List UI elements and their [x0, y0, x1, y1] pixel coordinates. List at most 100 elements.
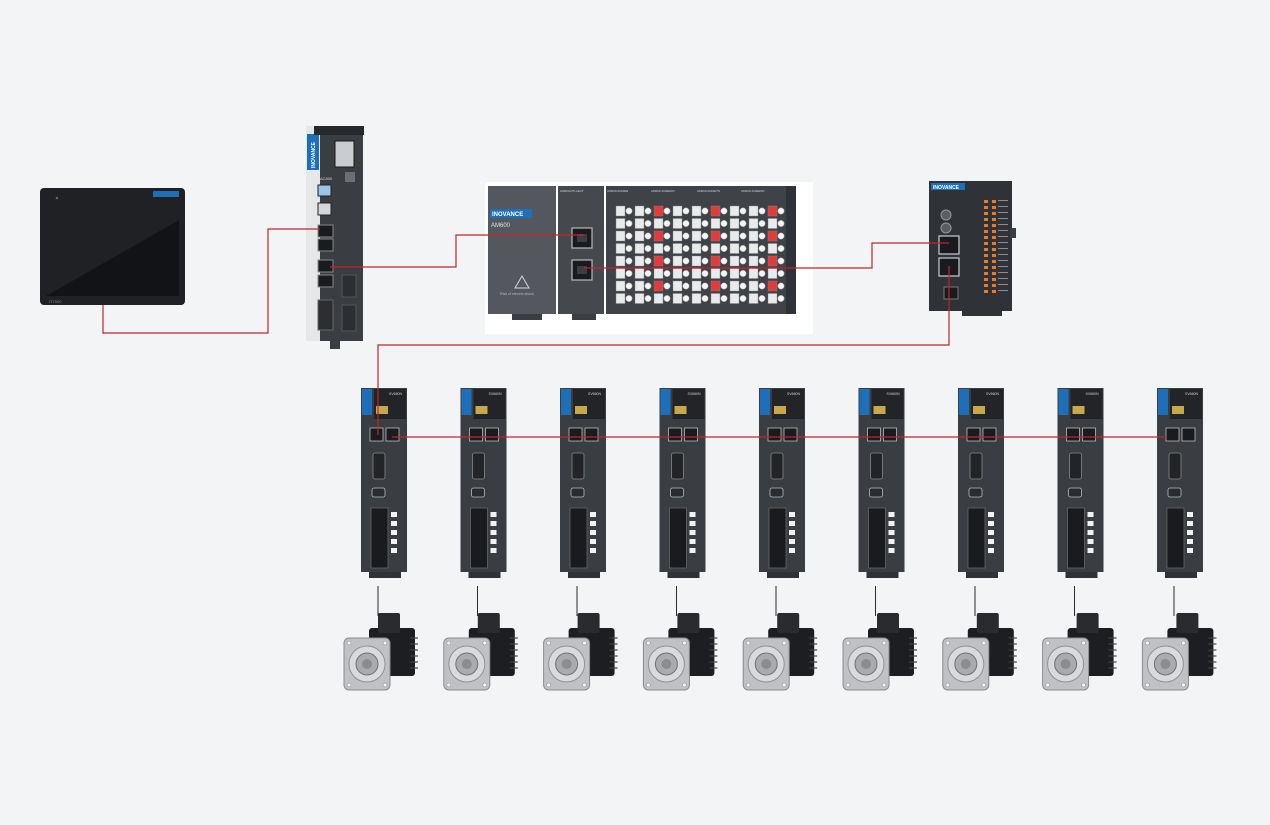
servo-motor-4: [642, 613, 718, 691]
servo-drive-4: SV660N: [659, 388, 706, 578]
io-terminal-screw: [777, 232, 785, 240]
motor-shaft: [1060, 659, 1071, 669]
io-terminal-screw: [663, 232, 671, 240]
led-indicator: [984, 200, 988, 203]
drive-eth-in-port: [966, 427, 981, 442]
led-indicator: [992, 248, 996, 251]
led-indicator: [992, 254, 996, 257]
led-indicator: [992, 272, 996, 275]
io-terminal-screw: [758, 295, 766, 302]
drive-model-label: SV660N: [1185, 392, 1199, 396]
io-terminal-screw: [682, 270, 690, 277]
io-terminal-screw: [739, 245, 747, 252]
controller-usb-port: [317, 184, 332, 197]
io-terminal: [691, 243, 702, 254]
led-indicator: [992, 236, 996, 239]
io-terminal-screw: [777, 245, 785, 252]
io-terminal-screw: [720, 220, 728, 227]
io-terminal-screw: [625, 207, 633, 215]
led-indicator: [984, 230, 988, 233]
io-terminal: [691, 255, 702, 267]
plc-module-label-3: AM600-1600END: [651, 189, 675, 193]
drive-eth-in-port: [668, 427, 682, 442]
io-terminal: [691, 268, 702, 279]
motor-shaft: [561, 659, 572, 669]
io-terminal-screw: [663, 245, 671, 252]
controller-model-label: AC800: [320, 176, 333, 181]
io-terminal-screw: [644, 207, 652, 215]
drive-eth-in-port: [1066, 427, 1080, 442]
io-terminal-screw: [758, 270, 766, 277]
led-indicator: [984, 236, 988, 239]
plc-module-label-2: AM600-0016ER: [607, 189, 629, 193]
drive-model-label: SV660N: [787, 392, 801, 396]
drive-eth-in-port: [568, 427, 583, 442]
io-terminal-screw: [777, 257, 785, 265]
led-indicator: [992, 278, 996, 281]
drive-power-connector: [669, 507, 687, 569]
servo-motor-3: [543, 613, 618, 691]
drive-encoder-port: [969, 452, 983, 480]
controller-display: [334, 140, 355, 168]
led-indicator: [984, 284, 988, 287]
io-terminal: [634, 205, 645, 217]
drive-digit-display: [873, 406, 886, 414]
io-terminal-screw: [644, 282, 652, 290]
io-terminal: [653, 230, 664, 242]
drive-model-label: SV660N: [688, 392, 702, 396]
io-terminal: [634, 255, 645, 267]
io-terminal-screw: [625, 270, 633, 277]
io-terminal: [729, 243, 740, 254]
motor-connector: [677, 613, 700, 633]
drive-power-connector: [868, 507, 886, 569]
io-terminal: [710, 268, 721, 279]
motor-shaft: [1160, 659, 1171, 669]
led-indicator: [992, 290, 996, 293]
io-terminal: [767, 230, 778, 242]
drive-model-label: SV660N: [489, 392, 503, 396]
drive-eth-in-port: [867, 427, 881, 442]
drive-power-connector: [1067, 507, 1085, 569]
io-terminal-screw: [758, 245, 766, 252]
io-terminal-screw: [720, 270, 728, 277]
io-terminal: [729, 205, 740, 217]
io-terminal-screw: [625, 257, 633, 265]
io-terminal-screw: [682, 232, 690, 240]
io-terminal: [748, 243, 759, 254]
io-terminal-screw: [682, 257, 690, 265]
drive-brand-strip: [362, 389, 372, 415]
io-terminal: [653, 205, 664, 217]
drive-usb-port: [1167, 487, 1182, 498]
io-terminal-screw: [720, 295, 728, 302]
io-terminal-screw: [644, 295, 652, 302]
io-terminal-screw: [682, 220, 690, 227]
io-terminal-screw: [663, 282, 671, 290]
drive-digit-display: [376, 406, 388, 414]
drive-brand-strip: [461, 389, 472, 415]
io-terminal: [710, 280, 721, 292]
servo-motor-1: [343, 613, 418, 691]
io-terminal: [615, 243, 626, 254]
servo-drive-6: SV660N: [858, 388, 905, 578]
io-terminal-screw: [777, 220, 785, 227]
drive-eth-out-port: [485, 427, 499, 442]
led-indicator: [984, 206, 988, 209]
io-terminal-screw: [739, 257, 747, 265]
led-indicator: [984, 212, 988, 215]
remote-io-eth-port-1: [938, 235, 960, 255]
io-terminal-screw: [625, 232, 633, 240]
io-terminal-screw: [644, 220, 652, 227]
io-terminal-screw: [739, 282, 747, 290]
drive-encoder-port: [770, 452, 784, 480]
drive-brand-strip: [1158, 389, 1168, 415]
io-terminal-screw: [701, 270, 709, 277]
io-terminal: [672, 280, 683, 292]
controller-eth-port-2: [317, 238, 334, 252]
controller-brand-text: INOVANCE: [311, 141, 317, 168]
plc-module-label-1: AM600-RTU-ECT: [560, 189, 584, 193]
plc-module-label-5: AM600-1600END: [741, 189, 765, 193]
io-terminal: [634, 218, 645, 229]
drive-usb-port: [1068, 487, 1082, 498]
hmi-model-label: IT7000: [49, 299, 62, 304]
io-terminal: [615, 268, 626, 279]
